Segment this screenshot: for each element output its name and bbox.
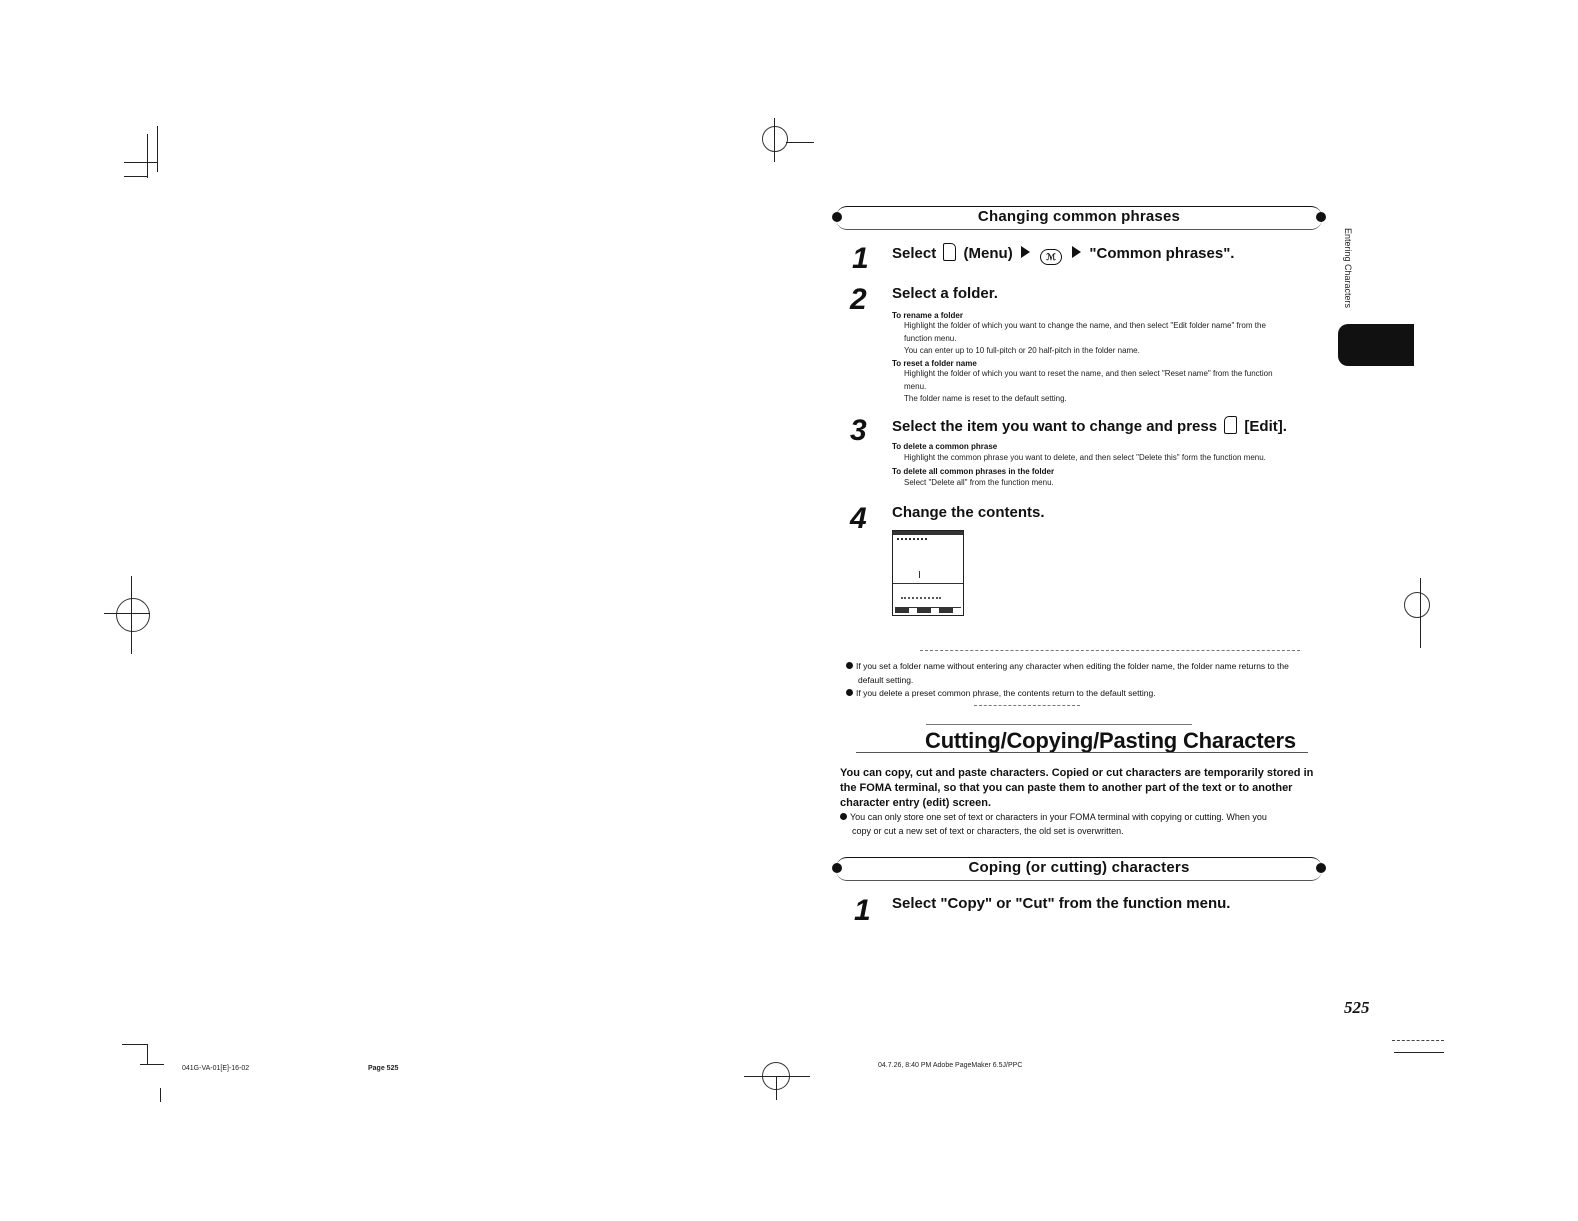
crop-mark-bottom-left-v	[147, 1044, 148, 1064]
note-1-text: If you set a folder name without enterin…	[856, 661, 1289, 671]
cutting-intro-line-1: You can copy, cut and paste characters. …	[840, 767, 1314, 779]
arrow-right-icon	[1020, 246, 1030, 258]
crop-mark-bottom-left-h	[122, 1044, 148, 1045]
mode-menu-icon: ℳ	[1040, 249, 1063, 265]
crop-mark-top-left-h	[124, 162, 158, 163]
delete-phrase-heading: To delete a common phrase	[892, 442, 998, 451]
registration-line-bottom-center-h	[744, 1076, 810, 1077]
footer-code: 041G-VA-01[E]-16-02	[182, 1065, 250, 1072]
crop-mark-top-left-v2	[147, 134, 148, 178]
step-1-post: "Common phrases".	[1089, 245, 1235, 262]
registration-line-top-center-h	[786, 142, 814, 143]
side-tab-text: Entering Characters	[1343, 228, 1353, 309]
step-1-menu: (Menu)	[963, 245, 1013, 262]
note-1: If you set a folder name without enterin…	[846, 661, 1289, 671]
reset-folder-heading: To reset a folder name	[892, 359, 977, 368]
side-tab-black-block	[1338, 324, 1414, 366]
bullet-icon	[846, 662, 853, 669]
crop-mark-top-left-h2	[124, 176, 148, 177]
footer-timestamp: 04.7.26, 8:40 PM Adobe PageMaker 6.5J/PP…	[878, 1062, 1023, 1069]
section-title: Changing common phrases	[977, 208, 1181, 225]
screen-softkey-bar	[895, 607, 961, 613]
separator-line	[974, 705, 1080, 706]
crop-mark-bottom-right-h	[1394, 1052, 1444, 1053]
title-rule-top	[926, 724, 1192, 725]
screen-bottom-text	[901, 597, 941, 601]
rename-folder-line-1: Highlight the folder of which you want t…	[904, 321, 1266, 330]
cutting-note-continued: copy or cut a new set of text or charact…	[852, 826, 1124, 836]
header-dot-left	[832, 212, 842, 222]
step-2-instruction: Select a folder.	[892, 285, 998, 302]
registration-line-top-center-v	[774, 118, 775, 162]
menu-key-icon	[943, 243, 957, 261]
registration-line-left-h	[104, 613, 150, 614]
crop-mark-bottom-right-h2	[1392, 1040, 1444, 1041]
section-title-cutting: Cutting/Copying/Pasting Characters	[925, 728, 1296, 753]
edit-key-icon	[1224, 416, 1238, 434]
section-title: Coping (or cutting) characters	[968, 859, 1190, 876]
step-4-instruction: Change the contents.	[892, 504, 1045, 521]
rename-folder-heading: To rename a folder	[892, 311, 963, 320]
page-number: 525	[1344, 998, 1370, 1017]
cutting-intro-line-3: character entry (edit) screen.	[840, 797, 992, 809]
section-header-changing-common-phrases: Changing common phrases	[832, 206, 1326, 230]
screen-cursor	[919, 571, 920, 578]
reset-folder-line-2: menu.	[904, 382, 927, 391]
header-dot-right	[1316, 863, 1326, 873]
delete-all-heading: To delete all common phrases in the fold…	[892, 467, 1055, 476]
step-number: 1	[852, 242, 869, 275]
step-number: 2	[850, 283, 867, 316]
step-1-instruction: Select (Menu) ℳ "Common phrases".	[892, 243, 1234, 265]
registration-line-left-v	[131, 576, 132, 654]
footer-page: Page 525	[368, 1065, 399, 1072]
registration-mark-left-middle	[116, 598, 150, 632]
side-tab-label: Entering Characters	[1342, 228, 1358, 308]
header-dot-right	[1316, 212, 1326, 222]
rename-folder-line-2: function menu.	[904, 334, 957, 343]
bullet-icon	[840, 813, 847, 820]
crop-mark-top-left-v	[157, 126, 158, 172]
registration-line-bottom-center-v	[776, 1076, 777, 1100]
reset-folder-line-3: The folder name is reset to the default …	[904, 394, 1067, 403]
note-2-text: If you delete a preset common phrase, th…	[856, 688, 1156, 698]
reset-folder-line-1: Highlight the folder of which you want t…	[904, 369, 1273, 378]
note-1-continued: default setting.	[858, 675, 914, 685]
cutting-note-text: You can only store one set of text or ch…	[850, 812, 1267, 822]
registration-mark-top-center	[762, 126, 788, 152]
note-2: If you delete a preset common phrase, th…	[846, 688, 1156, 698]
bullet-icon	[846, 689, 853, 696]
step-number: 4	[850, 502, 867, 535]
phone-screen-illustration	[892, 530, 964, 616]
registration-line-right-v	[1420, 578, 1421, 648]
screen-top-bar	[893, 531, 963, 535]
arrow-right-icon	[1072, 246, 1082, 258]
delete-all-line: Select "Delete all" from the function me…	[904, 478, 1054, 487]
screen-divider	[893, 583, 963, 584]
step-3-post: [Edit].	[1244, 418, 1287, 435]
section-header-coping-characters: Coping (or cutting) characters	[832, 857, 1326, 881]
delete-phrase-line: Highlight the common phrase you want to …	[904, 453, 1266, 462]
step-3-pre: Select the item you want to change and p…	[892, 418, 1218, 435]
cutting-note: You can only store one set of text or ch…	[840, 812, 1267, 822]
crop-mark-bottom-left-v2	[160, 1088, 161, 1102]
step-3-instruction: Select the item you want to change and p…	[892, 416, 1287, 435]
cutting-intro-line-2: the FOMA terminal, so that you can paste…	[840, 782, 1293, 794]
step-number: 3	[850, 414, 867, 447]
title-rule-bottom	[856, 752, 1308, 753]
crop-mark-bottom-left-h2	[140, 1064, 164, 1065]
step-number: 1	[854, 894, 871, 927]
rename-folder-line-3: You can enter up to 10 full-pitch or 20 …	[904, 346, 1140, 355]
header-dot-left	[832, 863, 842, 873]
separator-line	[920, 650, 1300, 651]
screen-status-row	[897, 538, 927, 543]
registration-mark-right-middle	[1404, 592, 1430, 618]
step-1-pre: Select	[892, 245, 937, 262]
coping-step-1-instruction: Select "Copy" or "Cut" from the function…	[892, 895, 1231, 912]
